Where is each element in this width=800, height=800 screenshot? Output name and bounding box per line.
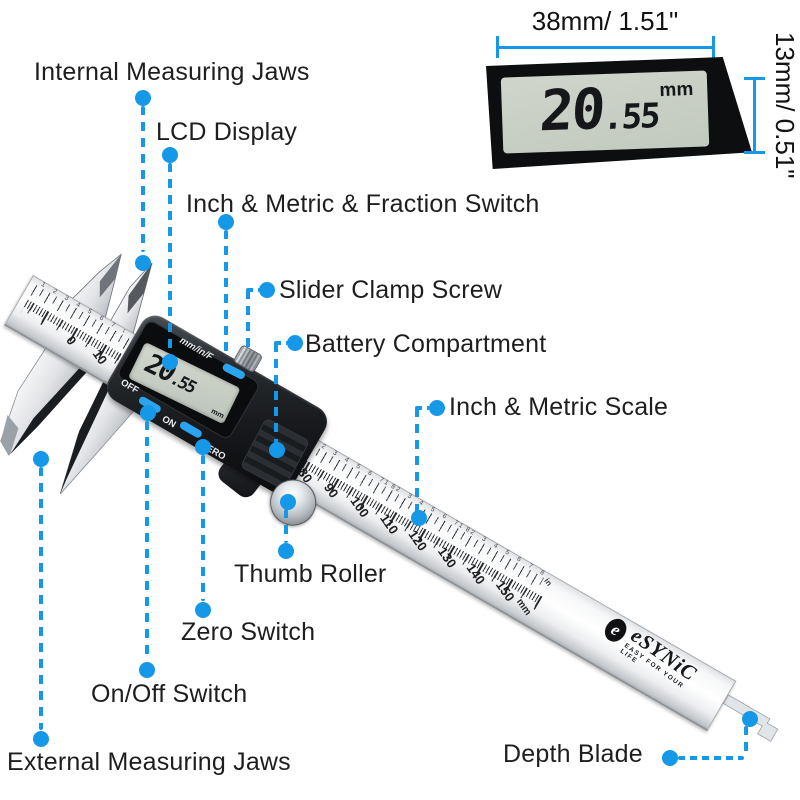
fixed-internal-jaw-edge xyxy=(99,254,122,298)
leader-line xyxy=(246,290,250,352)
callout-dot xyxy=(162,147,178,163)
width-bracket-tick-right xyxy=(712,36,715,58)
callout-slider-clamp-screw: Slider Clamp Screw xyxy=(279,276,503,304)
callout-depth-blade: Depth Blade xyxy=(503,740,643,768)
leader-line xyxy=(415,406,430,410)
callout-dot xyxy=(742,711,758,727)
callout-dot xyxy=(287,335,303,351)
callout-fraction-switch: Inch & Metric & Fraction Switch xyxy=(186,190,540,218)
callout-external-jaws: External Measuring Jaws xyxy=(7,748,291,776)
callout-dot xyxy=(259,282,275,298)
leader-line xyxy=(246,288,260,292)
leader-line xyxy=(744,726,748,756)
leader-line xyxy=(201,455,205,601)
height-bracket-tick-bottom xyxy=(744,151,765,154)
leader-line xyxy=(145,421,149,661)
callout-dot xyxy=(280,494,296,510)
on-button-label: ON xyxy=(159,413,178,431)
slider-external-jaw-edge xyxy=(60,377,113,494)
callout-dot xyxy=(218,214,234,230)
callout-zero-switch: Zero Switch xyxy=(181,618,316,646)
lcd-inset: 20 .55 mm xyxy=(486,57,752,169)
callout-dot xyxy=(33,451,49,467)
leader-line xyxy=(415,408,419,511)
callout-dot xyxy=(135,255,151,271)
inset-lcd-fraction: .55 xyxy=(602,95,661,139)
fixed-external-jaw-tip xyxy=(0,415,19,456)
lcd-unit: mm xyxy=(209,406,226,421)
callout-battery-compartment: Battery Compartment xyxy=(305,330,547,358)
callout-dot xyxy=(278,543,294,559)
lcd-inset-screen: 20 .55 mm xyxy=(500,70,710,154)
callout-dot xyxy=(411,510,427,526)
inset-width-dimension: 38mm/ 1.51" xyxy=(531,6,679,36)
inset-height-dimension: 13mm/ 0.51" xyxy=(770,32,800,179)
callout-thumb-roller: Thumb Roller xyxy=(234,560,387,588)
callout-internal-jaws: Internal Measuring Jaws xyxy=(34,58,310,86)
width-bracket-tick-left xyxy=(496,36,499,58)
leader-line xyxy=(274,343,278,443)
callout-dot xyxy=(140,405,156,421)
callout-dot xyxy=(269,442,285,458)
callout-dot xyxy=(162,354,178,370)
leader-line xyxy=(168,163,172,351)
callout-dot xyxy=(135,90,151,106)
leader-line xyxy=(141,106,145,252)
leader-line xyxy=(284,509,288,543)
fixed-external-jaw-edge xyxy=(10,364,91,454)
callout-dot xyxy=(662,750,678,766)
callout-lcd-display: LCD Display xyxy=(156,118,298,146)
height-bracket-line xyxy=(753,79,756,154)
width-bracket-line xyxy=(497,46,714,49)
leader-line xyxy=(39,467,43,730)
callout-dot xyxy=(429,400,445,416)
leader-line xyxy=(274,341,288,345)
callout-inch-metric-scale: Inch & Metric Scale xyxy=(449,393,669,421)
leader-line xyxy=(678,756,744,760)
leader-line xyxy=(224,230,228,356)
inset-lcd-value: 20 xyxy=(537,76,606,145)
callout-on-off-switch: On/Off Switch xyxy=(91,680,248,708)
slider-internal-jaw-edge xyxy=(127,262,153,314)
callout-dot xyxy=(195,602,211,618)
callout-dot xyxy=(195,439,211,455)
height-bracket-tick-top xyxy=(744,77,765,80)
callout-dot xyxy=(139,662,155,678)
callout-dot xyxy=(33,731,49,747)
inset-lcd-unit: mm xyxy=(659,78,694,102)
